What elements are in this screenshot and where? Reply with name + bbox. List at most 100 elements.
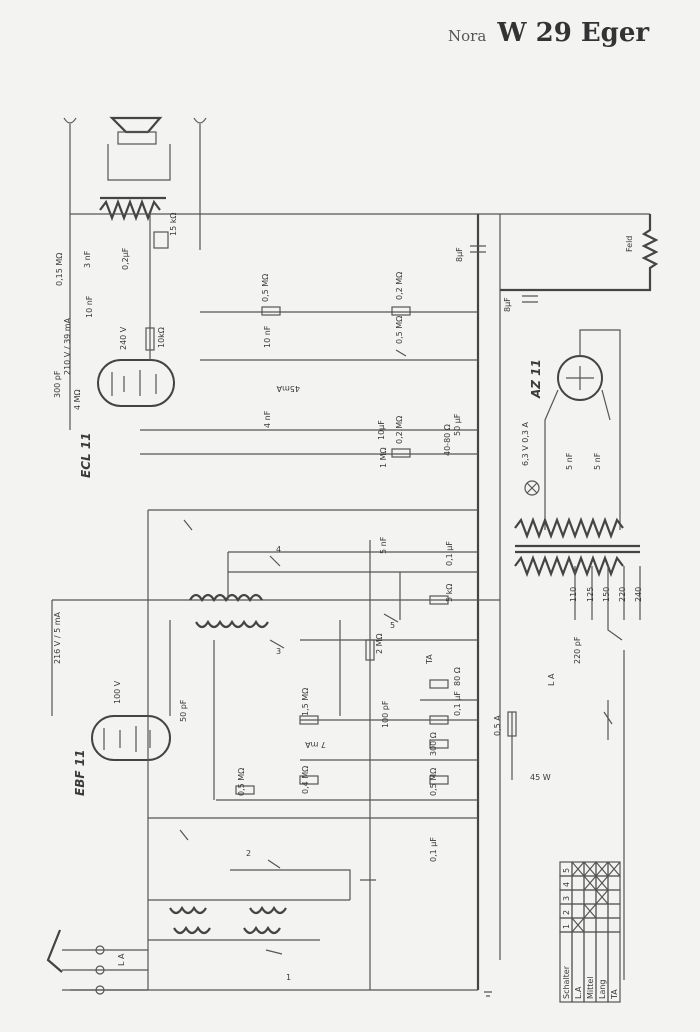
model-label: W 29 Eger — [497, 18, 650, 48]
component-label-c_5nf_c: 5 nF — [565, 452, 574, 470]
switch-table-text: 4 — [562, 882, 571, 887]
component-label-r_40: 40-80 Ω — [443, 424, 452, 456]
switch-table-mark — [583, 861, 597, 877]
component-label-r_15m: 1,5 MΩ — [301, 688, 310, 716]
output-transformer — [99, 198, 161, 222]
component-label-r_05m_d: 0,5 MΩ — [429, 768, 438, 796]
component-label-v_210: 210 V / 39 mA — [63, 317, 72, 375]
tube-label: ECL 11 — [79, 432, 93, 478]
switch-table-mark — [571, 917, 585, 933]
component-label-sw_1: 1 — [286, 973, 291, 982]
field-coil — [500, 214, 659, 292]
component-label-c_50uf: 50 μF — [453, 413, 462, 436]
ground-symbol — [484, 991, 492, 997]
switch-table-cell — [607, 875, 621, 891]
component-label-i_7ma: 7 mA — [305, 740, 326, 749]
switch-table-cell — [607, 917, 621, 933]
component-label-feld: Feld — [625, 236, 634, 252]
component-label-c_10uf: 10μF — [377, 420, 386, 440]
switch-table-mark — [607, 861, 621, 877]
voltage-tap-label: 150 — [602, 587, 611, 602]
switch-table-cell — [595, 917, 609, 933]
component-label-c_5nf_d: 5 nF — [593, 452, 602, 470]
component-label-la2: L A — [117, 953, 126, 966]
switch-table-text: 2 — [562, 910, 571, 915]
component-label-r_05m_b: 0,5 MΩ — [395, 316, 404, 344]
switch-table-mark — [583, 875, 597, 891]
component-label-c_5nf_e: 5 nF — [379, 536, 388, 554]
switch-table-cell — [595, 903, 609, 919]
voltage-tap-label: 110 — [569, 587, 578, 602]
component-label-c_220pf: 220 pF — [573, 636, 582, 664]
component-label-c_01uf: 0,1 μF — [445, 541, 454, 566]
component-label-r_015m: 0,15 MΩ — [55, 253, 64, 286]
switch-table-cell — [571, 889, 585, 905]
component-label-c_01uf_b: 0,1 μF — [453, 691, 462, 716]
component-label-c_10nf: 10 nF — [85, 295, 94, 318]
switch-table-mark — [595, 861, 609, 877]
voltage-tap-label: 125 — [586, 587, 595, 602]
loudspeaker — [107, 116, 171, 181]
component-label-c_300pf: 300 pF — [53, 370, 62, 398]
component-label-c_01uf_c: 0,1 μF — [429, 837, 438, 862]
switch-table-mark — [583, 903, 597, 919]
component-label-sw_5: 5 — [390, 621, 395, 630]
component-label-r_80: 80 Ω — [453, 667, 462, 686]
switch-table-text: Schalter — [562, 965, 571, 999]
switch-table-cell — [571, 903, 585, 919]
switch-table-cell — [607, 861, 621, 877]
tube-ecl11 — [97, 359, 175, 407]
component-label-c_3nf: 3 nF — [83, 250, 92, 268]
component-label-i_45ma: 45mA — [276, 384, 300, 393]
component-label-c_10nf_b: 10 nF — [263, 325, 272, 348]
component-label-r_05m: 0,5 MΩ — [261, 274, 270, 302]
switch-table-text: Mittel — [586, 976, 595, 999]
component-label-r_4m: 4 MΩ — [73, 389, 82, 410]
component-label-r_2m: 2 MΩ — [375, 633, 384, 654]
tube-label: EBF 11 — [73, 750, 87, 796]
mains-transformer — [514, 516, 624, 540]
component-label-sw_2: 2 — [246, 849, 251, 858]
component-label-r_300: 300 Ω — [429, 732, 438, 756]
schematic-title: Nora W 29 Eger — [448, 18, 649, 48]
switch-table-text: L.A — [574, 986, 583, 999]
antenna-symbol — [46, 929, 63, 973]
component-label-fuse: 0,5 A — [493, 715, 502, 736]
voltage-tap-label: 240 — [634, 587, 643, 602]
component-label-r_5k: 5 kΩ — [445, 584, 454, 602]
component-label-r_15k: 15 kΩ — [169, 213, 178, 236]
component-label-c_02uf: 0,2μF — [121, 247, 130, 270]
component-label-sw_4: 4 — [276, 545, 281, 554]
component-label-sw_3: 3 — [276, 647, 281, 656]
switch-table-cell — [583, 917, 597, 933]
component-label-r_02m: 0,2 MΩ — [395, 272, 404, 300]
component-label-la: L A — [547, 673, 556, 686]
dial-lamp — [524, 480, 540, 496]
component-label-ta: TA — [425, 654, 434, 665]
component-label-power: 45 W — [530, 773, 551, 782]
switch-table-cell — [607, 903, 621, 919]
component-label-c_8uf_b: 8μF — [503, 297, 512, 312]
switch-table-cell — [583, 889, 597, 905]
switch-table-text: Lang — [598, 979, 607, 999]
switch-table-text: 5 — [562, 868, 571, 873]
switch-table-cell — [607, 889, 621, 905]
component-label-r_04m: 0,4 MΩ — [301, 766, 310, 794]
brand-label: Nora — [448, 27, 487, 45]
component-label-v_216: 216 V / 5 mA — [53, 612, 62, 664]
voltage-tap-label: 220 — [618, 587, 627, 602]
component-label-r_05m_c: 0,5 MΩ — [237, 768, 246, 796]
component-label-c_4nf: 4 nF — [263, 410, 272, 428]
switch-table-text: 1 — [562, 924, 571, 929]
component-label-r_10k: 10kΩ — [157, 327, 166, 348]
switch-table-mark — [571, 861, 585, 877]
switch-table-text: TA — [610, 989, 619, 1000]
tube-ebf11 — [91, 715, 171, 761]
component-label-c_8uf_a: 8μF — [455, 247, 464, 262]
component-label-r_1m: 1 MΩ — [379, 447, 388, 468]
switch-table-mark — [595, 889, 609, 905]
component-label-v_100: 100 V — [113, 680, 122, 704]
switch-table-cell — [571, 875, 585, 891]
